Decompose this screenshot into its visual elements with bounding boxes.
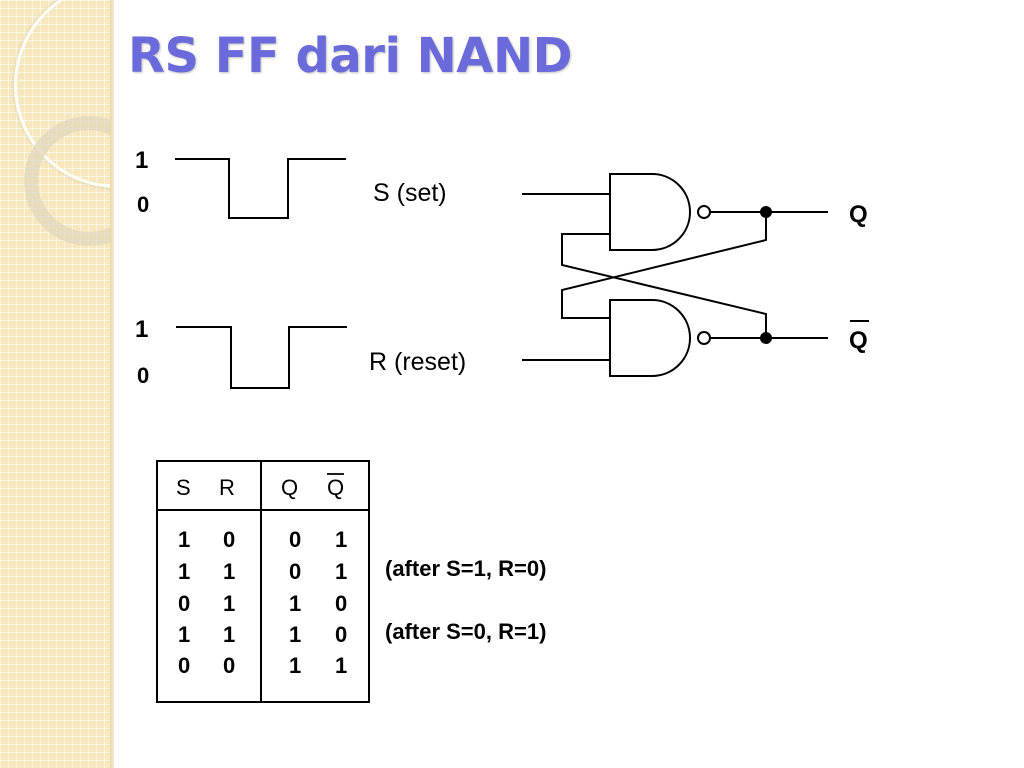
note-after-set: (after S=1, R=0): [385, 556, 546, 581]
table-cell: 1: [335, 653, 347, 678]
table-cell: 0: [289, 527, 301, 552]
waveform-r-low-label: 0: [137, 363, 149, 388]
table-cell: 1: [335, 559, 347, 584]
waveform-s-low-label: 0: [137, 192, 149, 217]
header-q: Q: [281, 475, 298, 500]
table-cell: 1: [289, 653, 301, 678]
table-cell: 0: [178, 653, 190, 678]
output-q-label: Q: [849, 201, 868, 228]
truth-table: S R Q Q 1 0 0 1 1 1 0 1 0 1 1 0 1 1 1 0 …: [156, 460, 370, 703]
output-qbar-label: Q: [849, 327, 868, 354]
table-cell: 1: [223, 622, 235, 647]
slide-title: RS FF dari NAND: [128, 28, 572, 84]
waveform-r: [176, 326, 347, 389]
truth-table-frame: [156, 460, 370, 703]
waveform-s: [175, 158, 346, 219]
header-r: R: [219, 475, 235, 500]
table-cell: 1: [289, 622, 301, 647]
nand-gate-top: [609, 173, 711, 251]
input-r-label: R (reset): [369, 348, 466, 376]
table-cell: 0: [335, 622, 347, 647]
header-s: S: [176, 475, 191, 500]
table-cell: 1: [223, 559, 235, 584]
table-cell: 1: [178, 622, 190, 647]
header-qbar: Q: [327, 475, 344, 500]
nand-gate-bottom: [609, 299, 711, 377]
table-cell: 0: [289, 559, 301, 584]
table-cell: 1: [178, 527, 190, 552]
sidebar-edge: [110, 0, 114, 768]
input-s-label: S (set): [373, 179, 447, 207]
waveform-s-high-label: 1: [135, 147, 148, 174]
table-cell: 1: [223, 591, 235, 616]
note-after-reset: (after S=0, R=1): [385, 619, 546, 644]
table-cell: 1: [289, 591, 301, 616]
table-cell: 0: [335, 591, 347, 616]
table-cell: 1: [178, 559, 190, 584]
table-cell: 0: [223, 653, 235, 678]
decorative-sidebar: [0, 0, 114, 768]
table-cell: 0: [223, 527, 235, 552]
waveform-r-high-label: 1: [135, 316, 148, 343]
table-cell: 0: [178, 591, 190, 616]
table-cell: 1: [335, 527, 347, 552]
feedback-wires: [561, 212, 767, 338]
